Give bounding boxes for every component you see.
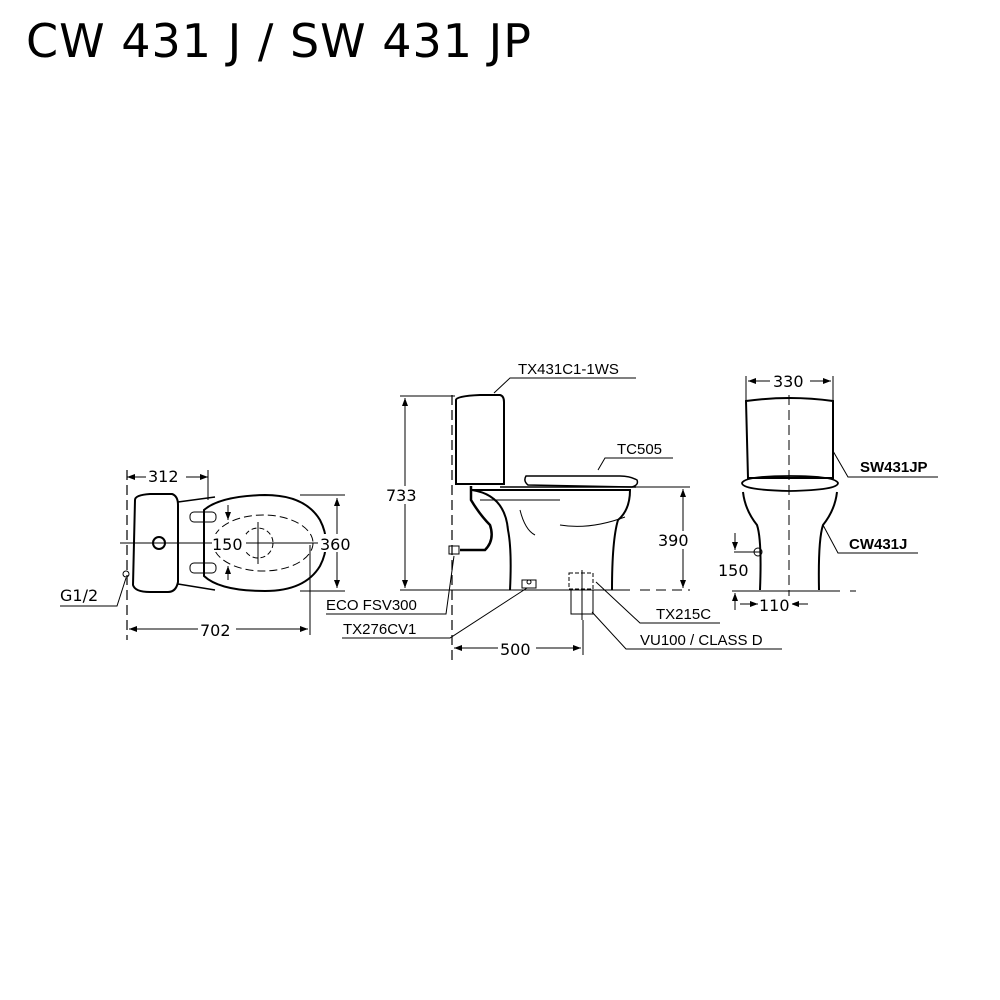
dim-702: 702 xyxy=(200,621,231,640)
label-sw431jp: SW431JP xyxy=(860,459,928,476)
side-view-dimensions: TX431C1-1WS TC505 733 390 ECO FSV300 TX2… xyxy=(326,361,763,659)
label-g1-2: G1/2 xyxy=(60,586,98,605)
dim-360: 360 xyxy=(320,535,351,554)
label-tc505: TC505 xyxy=(617,441,662,458)
dim-733: 733 xyxy=(386,486,417,505)
top-view-dimensions: 312 150 360 702 G1/2 xyxy=(60,466,356,640)
dim-150: 150 xyxy=(212,535,243,554)
label-vu100-class-d: VU100 / CLASS D xyxy=(640,632,763,649)
label-cw431j: CW431J xyxy=(849,536,907,553)
dim-500: 500 xyxy=(500,640,531,659)
top-view xyxy=(60,470,345,640)
label-tx431c1-1ws: TX431C1-1WS xyxy=(518,361,619,378)
dim-110: 110 xyxy=(759,596,790,615)
front-view xyxy=(732,376,938,612)
side-view xyxy=(326,377,782,660)
dim-390: 390 xyxy=(658,531,689,550)
label-tx215c: TX215C xyxy=(656,606,711,623)
label-eco-fsv300: ECO FSV300 xyxy=(326,597,417,614)
dim-312: 312 xyxy=(148,467,179,486)
front-view-dimensions: 330 SW431JP CW431J 150 110 xyxy=(716,372,928,615)
dim-330: 330 xyxy=(773,372,804,391)
dim-150-front: 150 xyxy=(718,561,749,580)
label-tx276cv1: TX276CV1 xyxy=(343,621,416,638)
drawing-title: CW 431 J / SW 431 JP xyxy=(26,14,532,68)
